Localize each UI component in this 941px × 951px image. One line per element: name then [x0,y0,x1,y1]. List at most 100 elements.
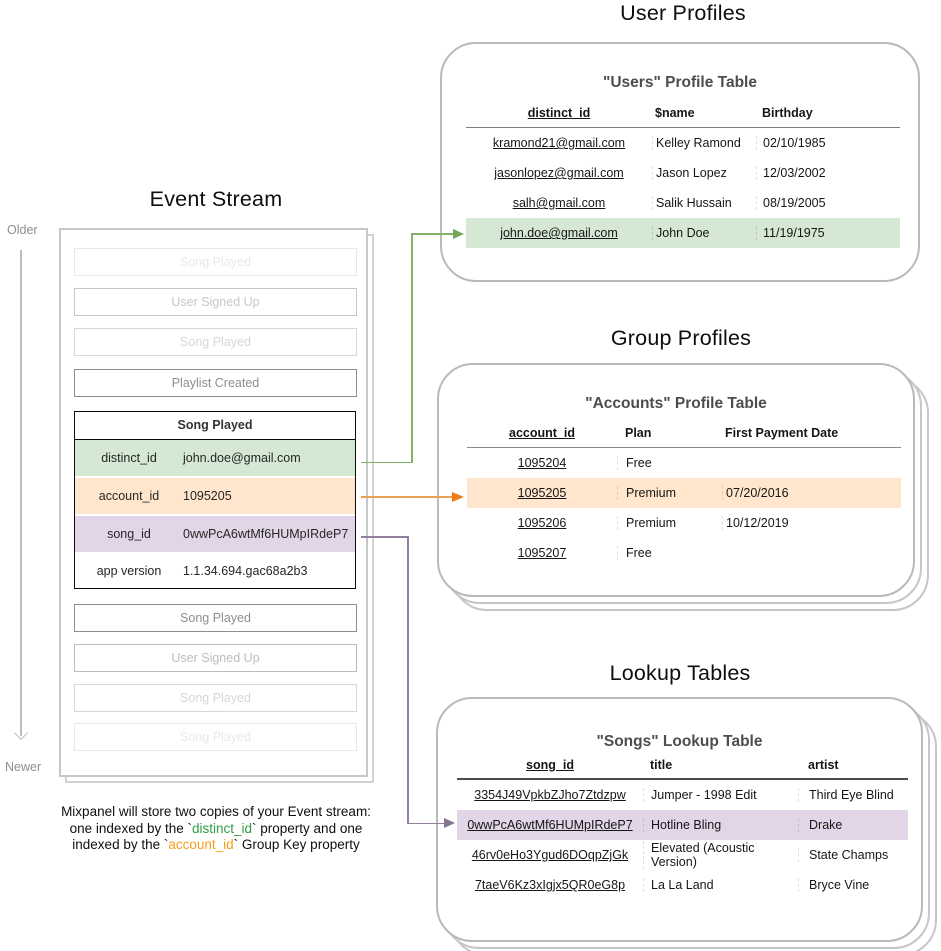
cell-account-id: 1095207 [517,546,567,560]
accounts-table-header: account_id Plan First Payment Date [467,419,901,448]
cell-plan: Premium [617,486,722,500]
column-header: Birthday [762,105,813,120]
cell-distinct-id: john.doe@gmail.com [500,226,618,240]
cell-title: Jumper - 1998 Edit [643,788,798,802]
property-value: john.doe@gmail.com [183,451,301,465]
cell-song-id: 3354J49VpkbZJho7Ztdzpw [474,788,626,802]
event-row: Song Played [74,248,357,276]
table-row: salh@gmail.com Salik Hussain 08/19/2005 [466,188,900,218]
cell-birthday: 08/19/2005 [756,196,900,210]
purple-connector-segment [361,536,408,538]
green-arrowhead-icon [453,228,464,239]
cell-first-payment: 07/20/2016 [722,486,901,500]
arrow-down-icon [13,725,29,741]
cell-distinct-id: salh@gmail.com [512,196,606,210]
lookup-tables-card: "Songs" Lookup Table song_id title artis… [436,697,923,942]
event-stream-title: Event Stream [149,187,283,211]
cell-distinct-id: jasonlopez@gmail.com [494,166,624,180]
cell-title: Elevated (Acoustic Version) [643,841,798,869]
table-row: 7taeV6Kz3xIgjx5QR0eG8p La La Land Bryce … [457,870,908,900]
orange-arrowhead-icon [452,491,464,502]
property-key: distinct_id [101,451,157,465]
cell-name: Kelley Ramond [652,136,756,150]
cell-name: John Doe [652,226,756,240]
cell-name: Salik Hussain [652,196,756,210]
accounts-table-title: "Accounts" Profile Table [585,395,767,412]
purple-arrowhead-icon [444,818,455,828]
green-connector-segment [361,461,412,463]
column-header: Plan [625,426,652,440]
green-connector-segment [411,233,413,463]
property-value: 1095205 [183,489,232,503]
event-property-app-version: app version 1.1.34.694.gac68a2b3 [75,554,355,588]
cell-plan: Premium [617,516,722,530]
songs-table: song_id title artist 3354J49VpkbZJho7Ztd… [457,752,908,900]
cell-birthday: 02/10/1985 [756,136,900,150]
caption-line1: Mixpanel will store two copies of your E… [61,804,371,819]
cell-birthday: 11/19/1975 [756,226,900,240]
cell-song-id: 7taeV6Kz3xIgjx5QR0eG8p [474,878,626,892]
cell-song-id: 0wwPcA6wtMf6HUMpIRdeP7 [467,818,633,832]
property-value: 1.1.34.694.gac68a2b3 [183,564,308,578]
column-header: artist [808,758,839,772]
group-profiles-title: Group Profiles [610,326,752,350]
songs-table-title: "Songs" Lookup Table [596,733,763,750]
users-table-title: "Users" Profile Table [603,74,757,91]
caption-line2: one indexed by the `distinct_id` propert… [69,820,363,836]
cell-title: La La Land [643,878,798,892]
event-row: Song Played [74,684,357,712]
purple-connector-segment [407,822,445,824]
event-row: User Signed Up [74,288,357,316]
table-row: 3354J49VpkbZJho7Ztdzpw Jumper - 1998 Edi… [457,780,908,810]
distinct-id-keyword: distinct_id [191,820,253,836]
property-value: 0wwPcA6wtMf6HUMpIRdeP7 [183,527,349,541]
orange-connector-segment [361,496,452,498]
users-table-header: distinct_id $name Birthday [466,98,900,128]
expanded-event-card: Song Played distinct_id john.doe@gmail.c… [74,411,356,589]
cell-plan: Free [617,456,722,470]
cell-song-id: 46rv0eHo3Ygud6DOqpZjGk [471,848,629,862]
event-row: Song Played [74,604,357,632]
cell-account-id: 1095204 [517,456,567,470]
cell-artist: Drake [798,818,908,832]
cell-account-id: 1095206 [517,516,567,530]
user-profiles-title: User Profiles [620,1,746,25]
column-header: $name [655,105,695,120]
table-row-highlighted: 0wwPcA6wtMf6HUMpIRdeP7 Hotline Bling Dra… [457,810,908,840]
table-row: jasonlopez@gmail.com Jason Lopez 12/03/2… [466,158,900,188]
property-key: song_id [107,527,151,541]
column-header: account_id [509,426,575,440]
table-row-highlighted: 1095205 Premium 07/20/2016 [467,478,901,508]
table-row: 1095207 Free [467,538,901,568]
cell-artist: State Champs [798,848,908,862]
event-property-distinct-id: distinct_id john.doe@gmail.com [75,440,355,476]
group-profiles-card: "Accounts" Profile Table account_id Plan… [437,363,915,597]
newer-label: Newer [5,760,42,774]
event-row: Playlist Created [74,369,357,397]
older-label: Older [7,223,38,237]
timeline-line [20,250,22,736]
event-row: Song Played [74,328,357,356]
cell-plan: Free [617,546,722,560]
table-row: 46rv0eHo3Ygud6DOqpZjGk Elevated (Acousti… [457,840,908,870]
event-property-song-id: song_id 0wwPcA6wtMf6HUMpIRdeP7 [75,516,355,552]
accounts-table: account_id Plan First Payment Date 10952… [467,419,901,568]
account-id-keyword: account_id [168,837,234,852]
users-table: distinct_id $name Birthday kramond21@gma… [466,98,900,248]
table-row: 1095204 Free [467,448,901,478]
lookup-tables-title: Lookup Tables [609,661,751,685]
cell-title: Hotline Bling [643,818,798,832]
table-row: kramond21@gmail.com Kelley Ramond 02/10/… [466,128,900,158]
songs-table-header: song_id title artist [457,752,908,780]
expanded-event-title: Song Played [75,412,355,440]
event-row: User Signed Up [74,644,357,672]
cell-name: Jason Lopez [652,166,756,180]
event-stream-caption: Mixpanel will store two copies of your E… [30,804,402,854]
caption-line3: indexed by the `account_id` Group Key pr… [72,837,360,852]
cell-account-id: 1095205 [517,486,567,500]
column-header: title [650,758,673,772]
column-header: First Payment Date [725,426,839,440]
property-key: app version [96,564,162,578]
table-row-highlighted: john.doe@gmail.com John Doe 11/19/1975 [466,218,900,248]
cell-distinct-id: kramond21@gmail.com [492,136,626,150]
